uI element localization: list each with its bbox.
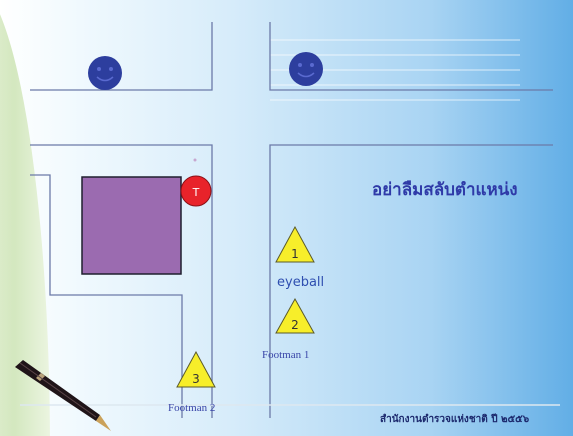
marker-1: 1 [275, 225, 315, 263]
slide-title: อย่าลืมสลับตำแหน่ง [372, 180, 518, 200]
building-block [81, 176, 182, 275]
marker-1-number: 1 [291, 247, 299, 261]
smiley-face-icon [289, 52, 323, 86]
marker-2: 2 [275, 297, 315, 334]
small-dot [193, 158, 197, 162]
smiley-face-icon [88, 56, 122, 90]
eyeball-label: eyeball [277, 275, 325, 290]
street-lines [30, 22, 553, 418]
target-label: T [192, 186, 200, 199]
footman-2-label: Footman 2 [168, 402, 216, 414]
marker-2-number: 2 [291, 318, 299, 332]
marker-3: 3 [176, 350, 216, 388]
marker-3-number: 3 [192, 372, 200, 386]
footer-text: สำนักงานตำรวจแห่งชาติ ปี ๒๕๕๖ [380, 414, 530, 425]
footman-1-label: Footman 1 [262, 349, 310, 361]
target-marker: T [180, 175, 212, 207]
pen-icon [15, 360, 111, 431]
